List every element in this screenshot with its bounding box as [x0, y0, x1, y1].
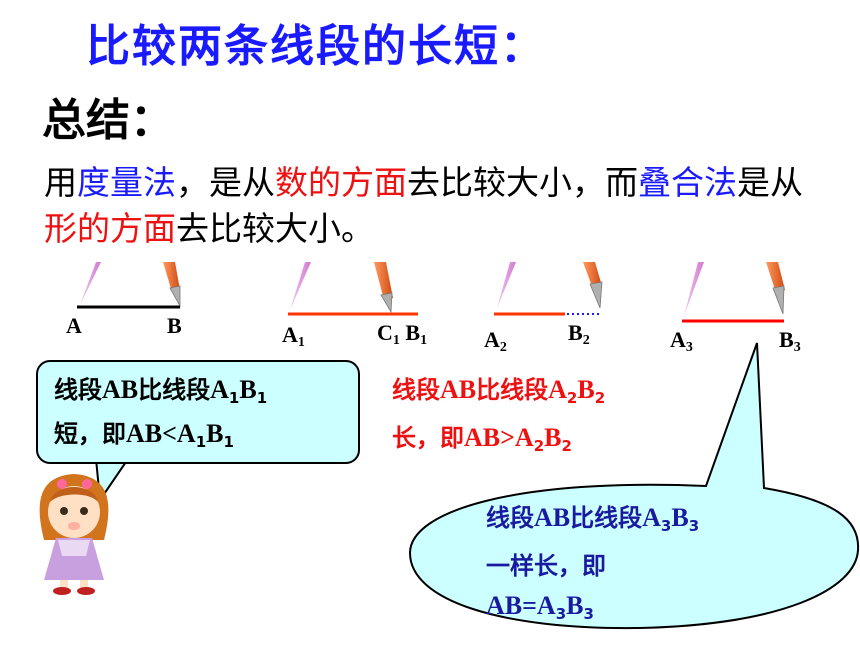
summary-heading: 总结：: [42, 95, 174, 146]
compass-ab: [80, 262, 181, 308]
label-c1-b1: C1 B1: [377, 320, 428, 348]
callout-oval: [408, 342, 860, 630]
compass-a3b3: [684, 262, 785, 316]
label-b2: B2: [568, 320, 590, 348]
label-a2: A2: [484, 327, 507, 355]
compass-a1b1: [290, 262, 393, 314]
label-b3: B3: [779, 327, 801, 355]
girl-illustration: [39, 474, 109, 595]
callout-left: [36, 360, 360, 464]
callout-oval-text: 线段AB比线段A3B3 一样长，即 AB=A3B3: [486, 503, 700, 623]
label-a1: A1: [282, 322, 305, 350]
slide-title: 比较两条线段的长短：: [86, 21, 546, 72]
compass-a2b2: [497, 262, 603, 309]
label-b: B: [167, 313, 182, 338]
conclusion-text: 用度量法，是从数的方面去比较大小，而叠合法是从形的方面去比较大小。: [44, 163, 803, 248]
callout-left-text: 线段AB比线段A1B1 短，即AB<A1B1: [54, 375, 268, 451]
comparison-note-a2b2: 线段AB比线段A2B2 长，即AB>A2B2: [392, 375, 606, 455]
label-a: A: [66, 313, 82, 338]
label-a3: A3: [670, 327, 693, 355]
